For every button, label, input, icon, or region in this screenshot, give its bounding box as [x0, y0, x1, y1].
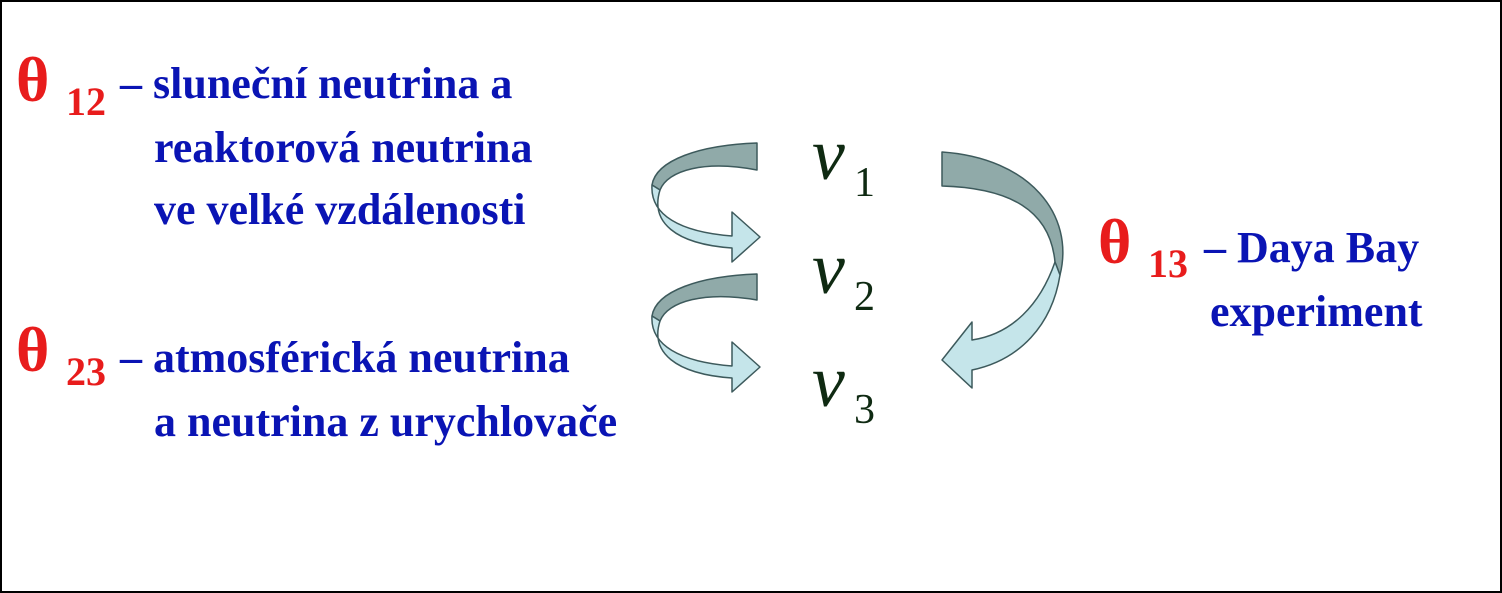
arrow-theta13 — [941, 151, 1064, 389]
neutrino-1-symbol: ν — [812, 114, 845, 196]
arrow-theta13-front — [941, 261, 1061, 389]
arrow-theta23-back — [651, 273, 758, 322]
theta13-subscript: 13 — [1148, 241, 1188, 286]
theta13-line-2: experiment — [1210, 287, 1423, 336]
neutrino-2-symbol: ν — [812, 228, 845, 310]
theta12-line-3: ve velké vzdálenosti — [154, 185, 526, 234]
arrow-theta13-back — [941, 151, 1064, 276]
theta13-symbol: θ — [1098, 206, 1132, 277]
theta23-line-2: a neutrina z urychlovače — [154, 397, 618, 446]
arrow-theta12-front — [651, 184, 761, 263]
arrow-theta23 — [651, 273, 761, 393]
neutrino-2-subscript: 2 — [854, 274, 875, 320]
theta23-symbol: θ — [16, 314, 50, 385]
theta12-subscript: 12 — [66, 79, 106, 124]
arrow-theta12-back — [651, 142, 758, 191]
neutrino-3-symbol: ν — [812, 341, 845, 423]
theta12-line-2: reaktorová neutrina — [154, 123, 533, 172]
arrow-theta23-front — [651, 315, 761, 393]
theta12-symbol: θ — [16, 44, 50, 115]
neutrino-1-subscript: 1 — [854, 160, 875, 206]
theta12-line-1: – sluneční neutrina a — [120, 59, 513, 108]
neutrino-3-subscript: 3 — [854, 387, 875, 433]
arrow-theta12 — [651, 142, 761, 263]
theta23-line-1: – atmosférická neutrina — [120, 333, 570, 382]
theta13-line-1: – Daya Bay — [1204, 223, 1420, 272]
theta23-subscript: 23 — [66, 349, 106, 394]
